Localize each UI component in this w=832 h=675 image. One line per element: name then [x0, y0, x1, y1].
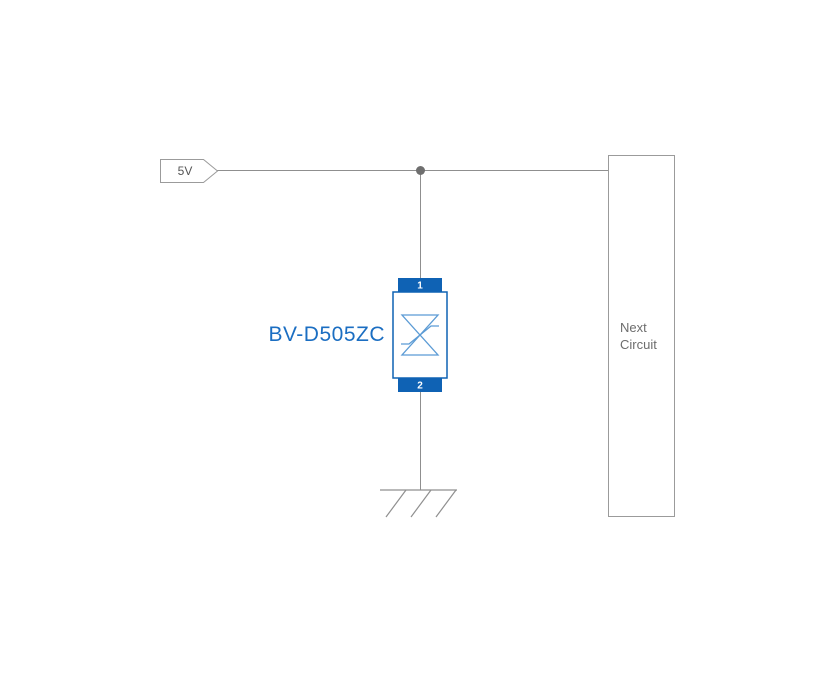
pin1-pad: [398, 278, 442, 292]
tvs-diode-component: 1 2: [392, 278, 448, 392]
pin2-number: 2: [417, 381, 423, 392]
component-label: BV-D505ZC: [268, 323, 385, 346]
ground-slash-3: [435, 489, 457, 518]
ground-symbol: [380, 489, 457, 518]
junction-dot: [416, 166, 425, 175]
next-circuit-label-line2: Circuit: [620, 337, 657, 352]
ground-slash-2: [410, 489, 432, 518]
bidirectional-tvs-symbol: [400, 314, 440, 356]
pin1-number: 1: [417, 281, 423, 292]
ground-slash-1: [385, 489, 407, 518]
next-circuit-label: Next Circuit: [620, 319, 657, 353]
wire-vertical-bottom: [420, 392, 421, 490]
wire-5v-horizontal: [217, 170, 608, 171]
next-circuit-block: Next Circuit: [608, 155, 675, 517]
next-circuit-label-line1: Next: [620, 320, 647, 335]
pin2-pad: [398, 378, 442, 392]
power-net-flag: 5V: [160, 159, 219, 183]
power-net-flag-shape: [160, 159, 219, 183]
tvs-z-bar: [401, 325, 439, 345]
wire-vertical-top: [420, 170, 421, 278]
tvs-lower-triangle: [400, 334, 440, 356]
tvs-upper-triangle: [400, 314, 440, 336]
power-net-label: 5V: [178, 164, 193, 178]
